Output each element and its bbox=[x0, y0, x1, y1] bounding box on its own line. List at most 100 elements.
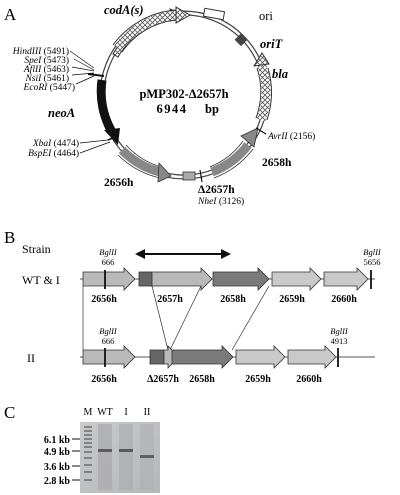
ii-gene-2656h bbox=[82, 345, 136, 369]
wt-gene-2658h bbox=[212, 267, 270, 291]
ii-gene-d2657h-start bbox=[149, 349, 165, 365]
site-hind: HindIII (5491) bbox=[12, 46, 69, 57]
xba-tick bbox=[107, 135, 119, 141]
leader-xba bbox=[79, 139, 109, 144]
site-nhe: NheI (3126) bbox=[197, 196, 244, 207]
plasmid-name: pMP302-Δ2657h bbox=[139, 87, 228, 101]
deletion-span-left-head bbox=[135, 249, 145, 259]
site-avr: AvrII (2156) bbox=[267, 131, 315, 142]
h2658-head bbox=[240, 127, 259, 148]
wt-gene-label-2656h: 2656h bbox=[91, 294, 117, 305]
plasmid-size-unit: bp bbox=[205, 102, 219, 116]
leader-eco bbox=[75, 75, 95, 85]
panel-label-c: C bbox=[4, 403, 15, 422]
panel-label-b: B bbox=[4, 228, 15, 247]
size-label-4-9: 4.9 kb bbox=[44, 447, 71, 458]
ii-gene-2660h bbox=[287, 345, 337, 369]
plasmid-size: 6944 bbox=[157, 102, 188, 116]
wt-bgl-name-2: BglII bbox=[363, 247, 382, 257]
band-ii bbox=[140, 455, 154, 458]
coda-outline bbox=[112, 9, 177, 53]
connector-4 bbox=[231, 285, 270, 351]
leader-hind bbox=[69, 50, 95, 69]
bla-head bbox=[253, 52, 270, 67]
leader-afl bbox=[71, 66, 95, 72]
ii-gene-label-2660h: 2660h bbox=[296, 374, 322, 385]
ii-bgl-pos-1: 666 bbox=[102, 336, 115, 346]
leader-nsi bbox=[71, 72, 95, 76]
ii-bgl-pos-2: 4913 bbox=[331, 336, 348, 346]
connector-2 bbox=[151, 285, 169, 351]
wt-bgl-pos-2: 5656 bbox=[364, 257, 381, 267]
band-wt bbox=[98, 449, 112, 452]
wt-gene-label-2658h: 2658h bbox=[220, 294, 246, 305]
label-d2657h: Δ2657h bbox=[198, 184, 235, 196]
nhe-tick bbox=[199, 169, 203, 183]
orit-marker bbox=[234, 33, 248, 47]
label-neoa: neoA bbox=[48, 106, 75, 120]
coda-head bbox=[175, 6, 192, 24]
wt-bgl-name-1: BglII bbox=[99, 247, 118, 257]
h2656-head bbox=[157, 162, 172, 183]
wt-gene-label-2657h: 2657h bbox=[157, 294, 183, 305]
ii-bgl-name-2: BglII bbox=[330, 326, 349, 336]
wt-label: WT & I bbox=[22, 273, 60, 287]
avr-tick bbox=[255, 127, 267, 135]
deletion-span-right-head bbox=[221, 249, 231, 259]
ii-gene-label-d2657h: Δ2657h bbox=[147, 374, 179, 385]
strain-header: Strain bbox=[22, 242, 51, 256]
site-nsi: NsiI (5461) bbox=[24, 73, 69, 84]
label-bla: bla bbox=[272, 67, 288, 81]
lane-label-m: M bbox=[84, 407, 93, 418]
coda-body bbox=[114, 10, 177, 51]
band-i bbox=[119, 449, 133, 452]
ii-gene-label-2658h: 2658h bbox=[189, 374, 215, 385]
wt-gene-2659h bbox=[271, 267, 322, 291]
ii-label: II bbox=[27, 351, 35, 365]
wt-gene-2660h bbox=[323, 267, 369, 291]
lane-i-smear bbox=[119, 424, 133, 490]
site-xba: XbaI (4474) bbox=[32, 138, 79, 149]
lane-label-ii: II bbox=[144, 407, 151, 418]
lane-label-i: I bbox=[124, 407, 127, 418]
site-spe: SpeI (5473) bbox=[24, 55, 69, 66]
site-afl: AflII (5463) bbox=[23, 64, 69, 75]
wt-gene-2656h bbox=[82, 267, 136, 291]
mcs-tick bbox=[87, 73, 105, 77]
lane-wt-smear bbox=[98, 424, 112, 490]
wt-gene-2657h-start bbox=[138, 271, 153, 287]
ii-gene-label-2656h: 2656h bbox=[91, 374, 117, 385]
neoa-head bbox=[104, 128, 120, 145]
site-bsp: BspEI (4464) bbox=[28, 148, 79, 159]
label-coda: codA(s) bbox=[104, 3, 144, 17]
ii-gene-2659h bbox=[235, 345, 286, 369]
size-label-6-1: 6.1 kb bbox=[44, 435, 71, 446]
bla-outline bbox=[255, 67, 272, 121]
label-2658h: 2658h bbox=[262, 157, 292, 169]
connector-3 bbox=[169, 285, 202, 351]
bla-body bbox=[256, 64, 271, 122]
wt-gene-label-2659h: 2659h bbox=[279, 294, 305, 305]
size-label-3-6: 3.6 kb bbox=[44, 462, 71, 473]
label-ori: ori bbox=[259, 9, 273, 23]
lane-label-wt: WT bbox=[97, 407, 113, 418]
label-orit: oriT bbox=[260, 37, 284, 51]
wt-bgl-pos-1: 666 bbox=[102, 257, 115, 267]
h2658-outline bbox=[209, 140, 254, 179]
ii-gene-2658h bbox=[171, 345, 234, 369]
panel-label-a: A bbox=[4, 5, 17, 24]
wt-gene-label-2660h: 2660h bbox=[331, 294, 357, 305]
leader-spe bbox=[73, 58, 95, 71]
marker-lane bbox=[84, 426, 92, 481]
label-2656h: 2656h bbox=[104, 177, 134, 189]
ii-gene-label-2659h: 2659h bbox=[245, 374, 271, 385]
leader-bsp bbox=[79, 141, 111, 154]
site-eco: EcoRI (5447) bbox=[23, 82, 75, 93]
d2657-marker bbox=[182, 171, 196, 181]
size-label-2-8: 2.8 kb bbox=[44, 476, 71, 487]
h2656-body bbox=[118, 146, 162, 177]
neoa-body bbox=[96, 79, 116, 135]
ori-marker bbox=[202, 7, 226, 21]
wt-gene-2657h bbox=[149, 267, 213, 291]
